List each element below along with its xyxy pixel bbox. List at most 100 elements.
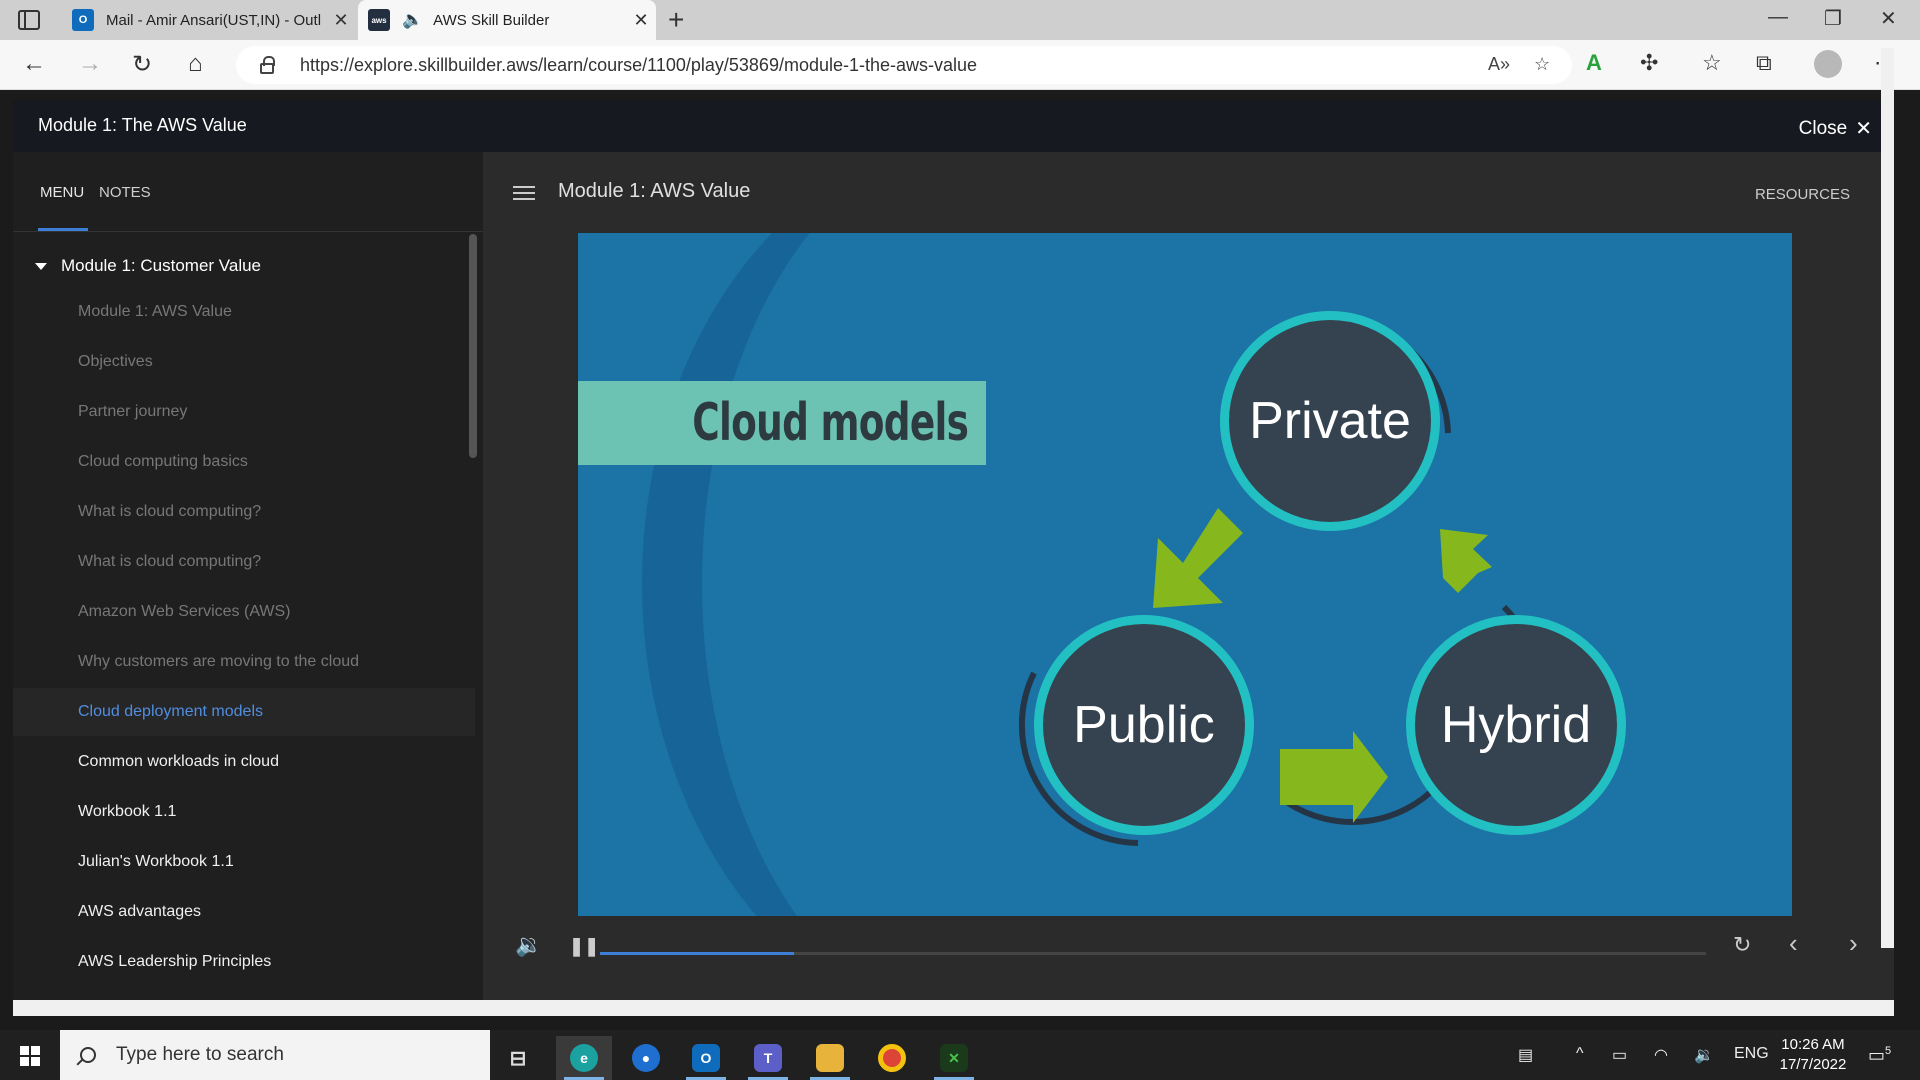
- close-icon[interactable]: ✕: [333, 9, 349, 30]
- notification-count: 5: [1885, 1045, 1892, 1057]
- teams-icon[interactable]: T: [740, 1036, 796, 1080]
- volume-tray-icon[interactable]: 🔉: [1694, 1047, 1714, 1064]
- refresh-icon[interactable]: ↻: [132, 51, 153, 78]
- windows-start-icon[interactable]: [20, 1046, 40, 1066]
- menu-item[interactable]: AWS advantages: [78, 903, 202, 920]
- slide-title: Cloud models: [692, 393, 969, 453]
- next-icon[interactable]: ›: [1849, 928, 1858, 958]
- extensions-puzzle-icon[interactable]: ✣: [1640, 50, 1659, 75]
- menu-item[interactable]: Workbook 1.1: [78, 803, 177, 820]
- resources-link[interactable]: RESOURCES: [1754, 186, 1850, 203]
- tab-notes[interactable]: NOTES: [99, 184, 151, 201]
- browser-navbar: ← → ↻ ⌂ https://explore.skillbuilder.aws…: [0, 40, 1920, 90]
- arrow-public-to-hybrid: [1280, 731, 1388, 823]
- hybrid-label: Hybrid: [1440, 696, 1592, 754]
- minimize-icon[interactable]: —: [1768, 6, 1788, 28]
- battery-icon[interactable]: ▭: [1612, 1047, 1628, 1064]
- hybrid-circle: Hybrid: [1406, 615, 1626, 835]
- tab-actions-icon[interactable]: [18, 10, 40, 30]
- search-icon: [80, 1047, 96, 1063]
- language-indicator[interactable]: ENG: [1734, 1045, 1769, 1062]
- menu-item[interactable]: Common workloads in cloud: [78, 753, 279, 770]
- tab-title: AWS Skill Builder: [433, 11, 550, 29]
- menu-item[interactable]: Objectives: [78, 353, 153, 370]
- back-icon[interactable]: ←: [22, 50, 46, 77]
- browser-tab-strip: O Mail - Amir Ansari(UST,IN) - Outl ✕ aw…: [0, 0, 1920, 40]
- volume-icon[interactable]: 🔉: [515, 932, 543, 957]
- menu-item[interactable]: Module 1: AWS Value: [78, 303, 232, 320]
- slide-diagram: [1018, 315, 1543, 846]
- close-button[interactable]: Close ✕: [1799, 116, 1872, 141]
- menu-item[interactable]: Why customers are moving to the cloud: [78, 653, 360, 670]
- menu-item[interactable]: What is cloud computing?: [78, 503, 262, 520]
- forward-icon[interactable]: →: [78, 50, 102, 77]
- private-circle: Private: [1220, 311, 1440, 531]
- menu-item[interactable]: Cloud deployment models: [13, 688, 475, 736]
- sidebar-scrollbar[interactable]: [469, 234, 477, 458]
- course-sidebar: MENU NOTES Module 1: Customer Value Modu…: [13, 152, 483, 1000]
- new-tab-icon[interactable]: +: [668, 4, 685, 35]
- section-title: Module 1: Customer Value: [61, 256, 262, 275]
- lesson-content: Module 1: AWS Value RESOURCES Cloud mode…: [483, 152, 1894, 1000]
- edge-icon[interactable]: e: [556, 1036, 612, 1080]
- close-window-icon[interactable]: ✕: [1880, 8, 1897, 30]
- tab-aws-skill-builder[interactable]: aws 🔈 AWS Skill Builder ✕: [358, 0, 656, 40]
- previous-icon[interactable]: ‹: [1789, 928, 1798, 958]
- favorite-star-icon[interactable]: ☆: [1534, 54, 1551, 74]
- arrow-private-to-public: [1153, 508, 1243, 608]
- outlook-icon: O: [72, 9, 94, 31]
- outlook-taskbar-icon[interactable]: O: [678, 1036, 734, 1080]
- speaker-icon[interactable]: 🔈: [402, 10, 424, 29]
- page-horizontal-scrollbar[interactable]: [13, 1000, 1894, 1016]
- course-player: Module 1: The AWS Value Close ✕ MENU NOT…: [13, 100, 1894, 1000]
- arrow-hybrid-to-private: [1440, 529, 1492, 593]
- menu-item[interactable]: Cloud computing basics: [78, 453, 248, 470]
- chrome-icon[interactable]: [864, 1036, 920, 1080]
- read-aloud-icon[interactable]: A»: [1488, 54, 1511, 74]
- tab-menu[interactable]: MENU: [40, 184, 85, 201]
- public-label: Public: [1073, 696, 1215, 754]
- menu-item[interactable]: AWS Leadership Principles: [78, 953, 272, 970]
- menu-item[interactable]: What is cloud computing?: [78, 553, 262, 570]
- close-icon: ✕: [1855, 118, 1872, 140]
- wifi-icon[interactable]: ◠: [1654, 1047, 1668, 1064]
- address-bar[interactable]: https://explore.skillbuilder.aws/learn/c…: [236, 46, 1572, 84]
- active-tab-indicator: [38, 228, 88, 231]
- video-slide[interactable]: Cloud models Private Public Hybrid: [577, 232, 1793, 917]
- url-text[interactable]: https://explore.skillbuilder.aws/learn/c…: [300, 54, 978, 75]
- maps-icon[interactable]: ●: [618, 1036, 674, 1080]
- private-label: Private: [1249, 392, 1411, 450]
- menu-item[interactable]: Partner journey: [78, 403, 188, 420]
- restore-icon[interactable]: ❐: [1824, 8, 1842, 30]
- section-header[interactable]: Module 1: Customer Value: [35, 256, 261, 276]
- progress-bar[interactable]: [600, 952, 1706, 955]
- show-hidden-icons[interactable]: ^: [1576, 1045, 1584, 1062]
- menu-toggle-icon[interactable]: [513, 186, 535, 200]
- file-explorer-icon[interactable]: [802, 1036, 858, 1080]
- menu-item[interactable]: Julian's Workbook 1.1: [78, 853, 234, 870]
- search-placeholder[interactable]: Type here to search: [116, 1044, 284, 1065]
- xbox-app-icon[interactable]: ✕: [926, 1036, 982, 1080]
- notifications-icon[interactable]: ▭5: [1868, 1045, 1892, 1065]
- taskbar-search[interactable]: Type here to search: [60, 1030, 490, 1080]
- pause-icon[interactable]: ❚❚: [569, 936, 600, 956]
- tab-mail[interactable]: O Mail - Amir Ansari(UST,IN) - Outl ✕: [62, 0, 356, 40]
- task-view-icon[interactable]: ⊟: [509, 1047, 527, 1070]
- close-icon[interactable]: ✕: [633, 9, 649, 30]
- profile-avatar[interactable]: [1814, 50, 1842, 78]
- lock-icon[interactable]: [260, 55, 275, 74]
- public-ring-arc: [1018, 671, 1139, 846]
- menu-item[interactable]: Amazon Web Services (AWS): [78, 603, 291, 620]
- lesson-title: Module 1: AWS Value: [558, 180, 751, 202]
- clock[interactable]: 10:26 AM 17/7/2022: [1768, 1035, 1858, 1075]
- collections-icon[interactable]: ⧉: [1756, 50, 1772, 75]
- page-vertical-scrollbar[interactable]: [1881, 48, 1894, 948]
- extension-a-icon[interactable]: A: [1586, 50, 1602, 75]
- video-controls: 🔉 ❚❚ ↻ ‹ ›: [483, 922, 1894, 982]
- slide-title-banner: Cloud models: [578, 381, 986, 465]
- favorites-icon[interactable]: ☆: [1702, 50, 1722, 75]
- replay-icon[interactable]: ↻: [1733, 932, 1752, 957]
- home-icon[interactable]: ⌂: [188, 50, 203, 77]
- news-widget-icon[interactable]: ▤: [1518, 1047, 1534, 1064]
- public-circle: Public: [1034, 615, 1254, 835]
